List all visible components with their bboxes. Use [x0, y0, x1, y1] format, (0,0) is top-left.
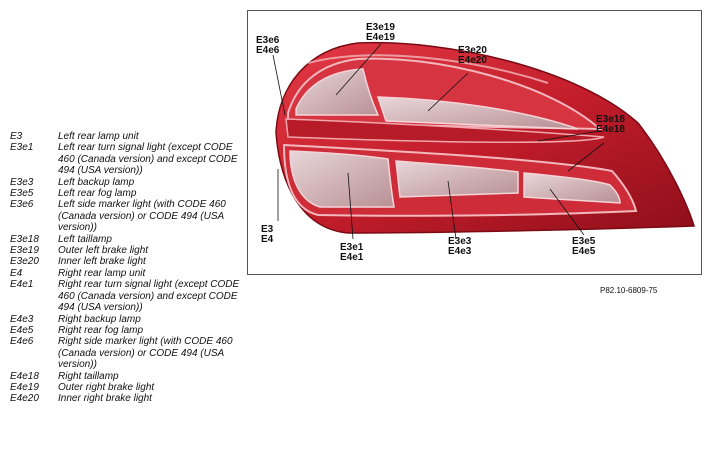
legend-row: E3 Left rear lamp unit — [10, 131, 250, 142]
legend-description: Outer right brake light — [58, 381, 155, 393]
legend-row: E3e6 Left side marker light (with CODE 46… — [10, 199, 250, 233]
legend-description: Right backup lamp — [58, 313, 141, 325]
legend-row: E4e20 Inner right brake light — [10, 393, 250, 404]
legend-code: E4e3 — [10, 313, 34, 325]
legend-row: E3e1 Left rear turn signal light (except … — [10, 142, 250, 176]
legend-code: E3e18 — [10, 233, 39, 245]
legend-code: E3e19 — [10, 245, 39, 257]
legend-row: E3e5 Left rear fog lamp — [10, 188, 250, 199]
callout-text: E4e3 — [448, 246, 472, 257]
legend-description: Left rear fog lamp — [58, 188, 137, 200]
legend-row: E3e18 Left taillamp — [10, 234, 250, 245]
component-legend: E3 Left rear lamp unit E3e1 Left rear turn… — [10, 131, 250, 405]
legend-row: E4 Right rear lamp unit — [10, 268, 250, 279]
legend-code: E3e3 — [10, 176, 34, 188]
legend-row: E4e19 Outer right brake light — [10, 382, 250, 393]
legend-code: E3e20 — [10, 256, 39, 268]
legend-code: E3e6 — [10, 199, 34, 211]
legend-description: Left rear turn signal light (except CODE… — [58, 142, 238, 177]
callout-text: E3e20 — [458, 45, 487, 56]
legend-description: Inner right brake light — [58, 393, 152, 405]
legend-description: Right side marker light (with CODE 460 (… — [58, 336, 233, 371]
callout-inner-brake: E3e20 E4e20 — [458, 46, 487, 66]
taillamp-bar — [285, 118, 605, 144]
legend-code: E4e19 — [10, 381, 39, 393]
legend-code: E4e5 — [10, 324, 34, 336]
callout-text: E3e1 — [340, 242, 364, 253]
callout-text: E4e18 — [596, 124, 625, 135]
lamp-illustration-frame: E3e6 E4e6 E3e19 E4e19 E3e20 E4e20 E3e18 … — [247, 10, 702, 275]
callout-side-marker: E3e6 E4e6 — [256, 36, 279, 56]
callout-text: E3e19 — [366, 22, 395, 33]
callout-lamp-unit: E3 E4 — [261, 225, 273, 245]
callout-fog: E3e5 E4e5 — [572, 237, 595, 257]
callout-text: E3 — [261, 224, 274, 235]
legend-code: E3e5 — [10, 188, 34, 200]
callout-text: E3e18 — [596, 114, 625, 125]
callout-turn-signal: E3e1 E4e1 — [340, 243, 363, 263]
legend-description: Left side marker light (with CODE 460 (C… — [58, 199, 226, 234]
legend-description: Right rear lamp unit — [58, 267, 146, 279]
callout-text: E4e1 — [340, 252, 364, 263]
callout-leader-lines — [272, 43, 605, 240]
callout-text: E3e6 — [256, 35, 280, 46]
housing-highlight — [307, 54, 549, 84]
legend-code: E4e6 — [10, 336, 34, 348]
legend-row: E4e1 Right rear turn signal light (except… — [10, 279, 250, 313]
legend-description: Inner left brake light — [58, 256, 146, 268]
legend-code: E3 — [10, 131, 23, 142]
legend-code: E4e20 — [10, 393, 39, 405]
legend-code: E3e1 — [10, 142, 34, 154]
legend-row: E3e20 Inner left brake light — [10, 256, 250, 267]
tail-lamp-illustration — [272, 41, 695, 240]
legend-code: E4e18 — [10, 370, 39, 382]
outer-brake-lens — [295, 68, 380, 116]
callout-text: E4e6 — [256, 45, 280, 56]
callout-text: E3e3 — [448, 236, 472, 247]
legend-description: Right taillamp — [58, 370, 119, 382]
legend-description: Right rear fog lamp — [58, 324, 144, 336]
legend-row: E4e5 Right rear fog lamp — [10, 325, 250, 336]
legend-description: Left taillamp — [58, 233, 112, 245]
legend-description: Outer left brake light — [58, 245, 149, 257]
figure-reference-code: P82.10-6809-75 — [600, 286, 658, 295]
callout-taillamp: E3e18 E4e18 — [596, 115, 625, 135]
legend-description: Right rear turn signal light (except COD… — [58, 279, 240, 314]
fog-lens — [523, 172, 621, 204]
legend-row: E3e19 Outer left brake light — [10, 245, 250, 256]
legend-row: E4e18 Right taillamp — [10, 371, 250, 382]
legend-description: Left rear lamp unit — [58, 131, 139, 142]
callout-text: E3e5 — [572, 236, 596, 247]
backup-lens — [395, 160, 519, 198]
legend-row: E3e3 Left backup lamp — [10, 177, 250, 188]
callout-backup: E3e3 E4e3 — [448, 237, 471, 257]
inner-brake-lens — [376, 96, 579, 130]
turn-signal-lens — [289, 150, 395, 208]
legend-code: E4e1 — [10, 279, 34, 291]
legend-row: E4e3 Right backup lamp — [10, 314, 250, 325]
callout-text: E4e5 — [572, 246, 596, 257]
callout-outer-brake: E3e19 E4e19 — [366, 23, 395, 43]
legend-description: Left backup lamp — [58, 176, 135, 188]
callout-text: E4 — [261, 234, 274, 245]
legend-row: E4e6 Right side marker light (with CODE 4… — [10, 336, 250, 370]
legend-code: E4 — [10, 267, 23, 279]
callout-text: E4e20 — [458, 55, 487, 66]
callout-text: E4e19 — [366, 32, 395, 43]
